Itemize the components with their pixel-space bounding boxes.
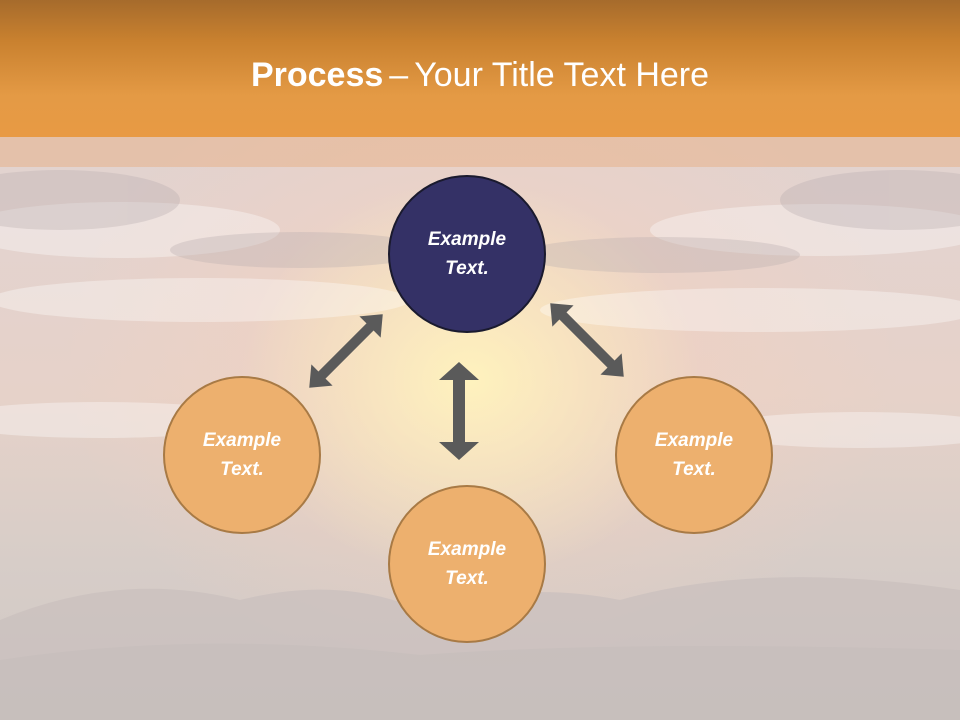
node-top[interactable]: Example Text. bbox=[388, 175, 546, 333]
node-bottom-label: Example Text. bbox=[427, 539, 507, 589]
node-top-label: Example Text. bbox=[427, 229, 507, 279]
title-text: Your Title Text Here bbox=[414, 56, 710, 94]
node-bottom[interactable]: Example Text. bbox=[388, 485, 546, 643]
double-arrow-icon-left bbox=[309, 314, 383, 388]
node-left-label: Example Text. bbox=[202, 430, 282, 480]
title-bar: Process–Your Title Text Here bbox=[0, 0, 960, 137]
double-arrow-icon-center bbox=[439, 362, 479, 460]
page-title: Process–Your Title Text Here bbox=[0, 52, 960, 98]
title-separator: – bbox=[389, 56, 409, 94]
node-right[interactable]: Example Text. bbox=[615, 376, 773, 534]
double-arrow-icon-right bbox=[550, 303, 624, 377]
header-band bbox=[0, 137, 960, 167]
node-left[interactable]: Example Text. bbox=[163, 376, 321, 534]
title-bold: Process bbox=[250, 56, 384, 94]
node-right-label: Example Text. bbox=[654, 430, 734, 480]
